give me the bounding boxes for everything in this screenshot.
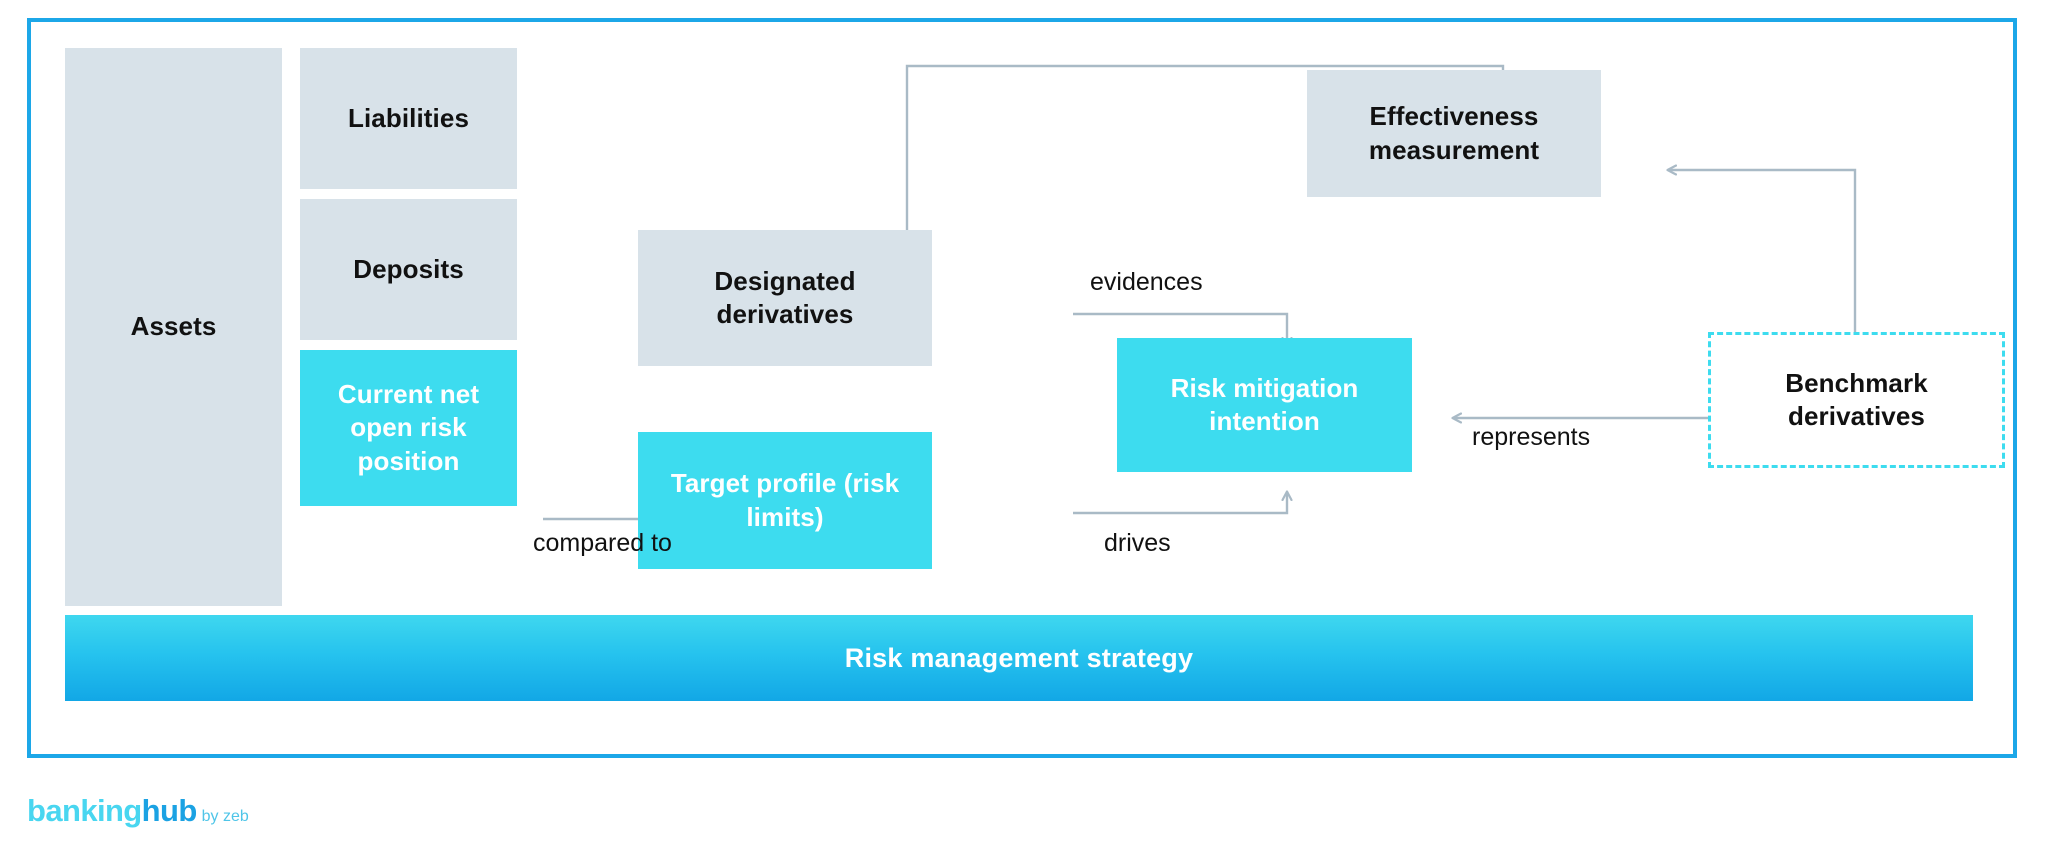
edge-label-compared-to: compared to [533, 529, 672, 557]
node-benchmark-derivatives-label: Benchmark derivatives [1785, 367, 1928, 431]
node-benchmark-derivatives[interactable]: Benchmark derivatives [1708, 332, 2005, 468]
node-liabilities-label: Liabilities [347, 102, 470, 133]
edge-label-represents: represents [1472, 423, 1591, 451]
logo-tagline-text: by zeb [201, 808, 249, 825]
node-risk-mitigation-intention[interactable]: Risk mitigation intention [1117, 338, 1412, 472]
bankinghub-logo[interactable]: banking hub by zeb [27, 793, 249, 829]
node-target-profile[interactable]: Target profile (risk limits) [638, 432, 932, 569]
node-assets-label: Assets [130, 311, 217, 342]
node-risk-mitigation-intention-label: Risk mitigation intention [1170, 372, 1359, 436]
edge-label-drives: drives [1104, 529, 1171, 557]
node-assets[interactable]: Assets [65, 48, 282, 606]
edge-target-profile-to-risk-mitigation [1073, 492, 1287, 515]
node-target-profile-label: Target profile (risk limits) [670, 468, 900, 532]
node-effectiveness-measurement-label: Effectiveness measurement [1368, 101, 1540, 165]
risk-management-strategy-banner[interactable]: Risk management strategy [65, 615, 1973, 701]
node-current-net-open-risk-position[interactable]: Current net open risk position [300, 350, 517, 506]
logo-hub-text: hub [141, 793, 198, 828]
node-liabilities[interactable]: Liabilities [300, 48, 517, 189]
edge-label-evidences: evidences [1090, 268, 1203, 296]
logo-banking-text: banking [27, 793, 142, 828]
diagram-frame: Assets Liabilities Deposits Current net … [27, 18, 2017, 758]
node-designated-derivatives[interactable]: Designated derivatives [638, 230, 932, 366]
risk-management-strategy-label: Risk management strategy [844, 642, 1194, 673]
node-designated-derivatives-label: Designated derivatives [714, 265, 856, 329]
node-deposits-label: Deposits [353, 253, 464, 284]
node-effectiveness-measurement[interactable]: Effectiveness measurement [1307, 70, 1601, 197]
edge-benchmark-to-effectiveness [1668, 170, 1857, 350]
node-deposits[interactable]: Deposits [300, 199, 517, 340]
node-current-net-open-risk-position-label: Current net open risk position [337, 379, 480, 476]
